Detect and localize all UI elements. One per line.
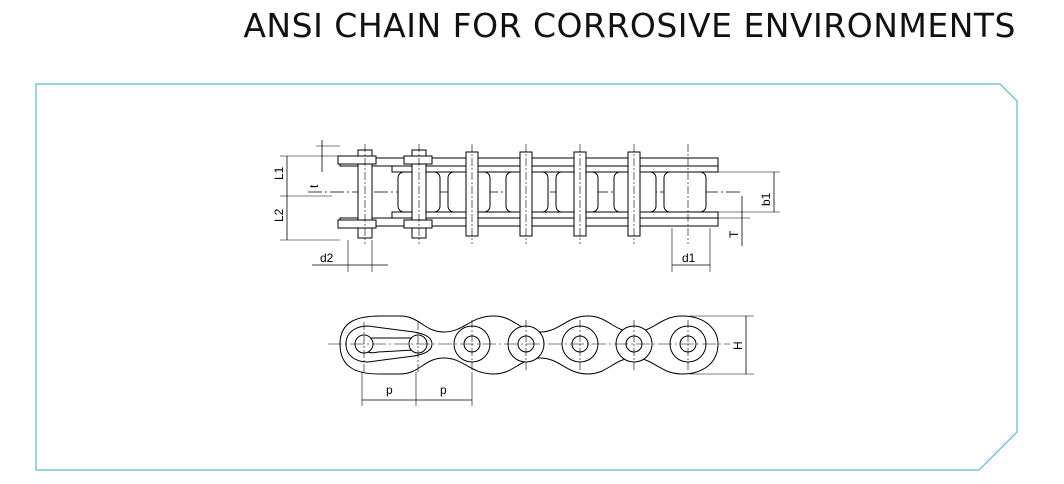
dim-label-b1: b1	[759, 192, 773, 206]
dim-label-big-t: T	[727, 230, 741, 238]
dim-label-t: t	[307, 184, 321, 188]
chain-top-view	[280, 140, 780, 272]
dim-label-p1: p	[386, 383, 393, 397]
dim-label-l1: L1	[272, 166, 286, 180]
dim-label-d2: d2	[320, 251, 334, 265]
dim-label-d1: d1	[682, 251, 696, 265]
page-title: ANSI CHAIN FOR CORROSIVE ENVIRONMENTS	[243, 6, 1016, 45]
dim-label-h: H	[731, 341, 745, 350]
dim-label-l2: L2	[272, 208, 286, 222]
chain-side-view	[339, 315, 719, 375]
dim-label-p2: p	[440, 383, 447, 397]
diagram-frame	[35, 83, 1018, 471]
